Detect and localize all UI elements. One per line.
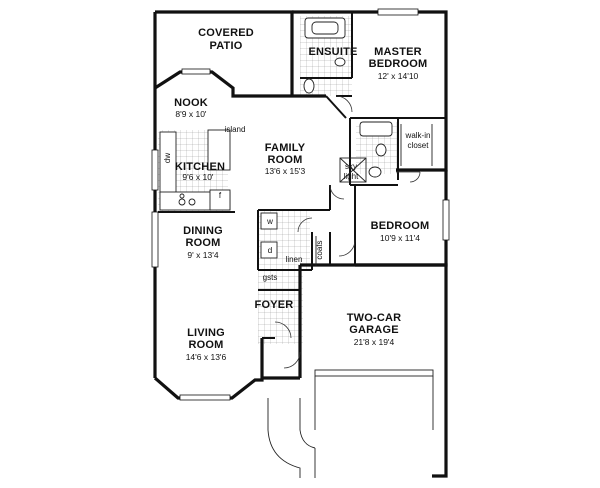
- covered-patio-label-1: COVERED: [198, 27, 254, 39]
- nook-label: NOOK: [174, 97, 208, 109]
- bath-toilet: [375, 143, 387, 157]
- dining-window: [151, 211, 159, 268]
- master-door: [335, 95, 353, 113]
- skylight-box: [339, 157, 367, 183]
- coats-label: coats: [315, 240, 324, 259]
- family-room-label-2: ROOM: [267, 154, 302, 166]
- skylight-label-2: light: [344, 172, 359, 181]
- covered-patio-label-2: PATIO: [210, 40, 243, 52]
- garage-door-track: [314, 369, 434, 377]
- ensuite-toilet: [303, 78, 315, 94]
- dishwasher-label: dw: [163, 153, 172, 163]
- living-room-label-2: ROOM: [188, 339, 223, 351]
- living-bay-wall: [153, 338, 264, 400]
- master-window: [377, 8, 419, 16]
- garage-label-1: TWO-CAR: [347, 312, 402, 324]
- skylight-x2: [339, 157, 367, 183]
- bedroom-dims: 10'9 x 11'4: [380, 233, 420, 243]
- living-window: [179, 394, 231, 401]
- living-room-dims: 14'6 x 13'6: [186, 352, 227, 362]
- garage-entry-door: [283, 351, 301, 369]
- master-suite-wall: [292, 10, 448, 172]
- washer-label: w: [266, 217, 273, 226]
- garage-label-2: GARAGE: [349, 324, 398, 336]
- fridge-label: f: [219, 191, 222, 200]
- walkway-outer: [267, 398, 301, 478]
- kitchen-label: KITCHEN: [175, 161, 225, 173]
- foyer-label: FOYER: [255, 299, 294, 311]
- foyer-tile-floor: [258, 270, 303, 344]
- closet-door: [396, 171, 421, 183]
- master-bedroom-label-2: BEDROOM: [369, 58, 428, 70]
- walkway-inner: [299, 398, 316, 449]
- burner-1: [178, 198, 186, 206]
- ensuite-sink: [334, 57, 346, 67]
- burner-3: [179, 193, 185, 199]
- kitchen-dims: 9'6 x 10': [182, 172, 214, 182]
- family-room-dims: 13'6 x 15'3: [265, 166, 306, 176]
- fridge: [209, 189, 231, 211]
- bedroom-door: [338, 239, 356, 257]
- kitchen-island: [207, 129, 231, 171]
- ensuite-label: ENSUITE: [308, 46, 357, 58]
- master-bedroom-dims: 12' x 14'10: [378, 71, 419, 81]
- nook-bay-wall: [154, 70, 326, 98]
- bath-door: [329, 184, 345, 200]
- nook-window: [181, 68, 211, 75]
- guest-closet-label: gsts: [263, 273, 278, 282]
- walk-in-label-2: closet: [408, 141, 430, 150]
- bedroom-label: BEDROOM: [371, 220, 430, 232]
- front-door: [274, 321, 292, 339]
- patio-wall: [155, 10, 294, 96]
- garage-wall: [298, 263, 448, 478]
- nook-dims: 8'9 x 10': [175, 109, 207, 119]
- dryer-label: d: [268, 246, 272, 255]
- master-bedroom-label-1: MASTER: [374, 46, 422, 58]
- laundry-door: [297, 217, 313, 233]
- skylight-label-1: sky: [345, 162, 357, 171]
- bath-sink: [368, 166, 382, 178]
- linen-label: linen: [286, 255, 303, 264]
- bath-tub: [359, 121, 393, 137]
- family-room-label-1: FAMILY: [265, 142, 306, 154]
- kitchen-window: [151, 149, 159, 191]
- dining-room-dims: 9' x 13'4: [187, 250, 218, 260]
- dryer: [260, 241, 278, 259]
- island-label: island: [225, 125, 246, 134]
- walk-in-label-1: walk-in: [405, 131, 431, 140]
- burner-2: [188, 198, 196, 206]
- living-room-label-1: LIVING: [187, 327, 225, 339]
- master-hall-wall: [325, 95, 347, 119]
- dining-room-label-2: ROOM: [185, 237, 220, 249]
- bedroom-window: [442, 199, 450, 241]
- washer: [260, 212, 278, 230]
- garage-dims: 21'8 x 19'4: [354, 337, 395, 347]
- dining-room-label-1: DINING: [183, 225, 223, 237]
- ensuite-tub-basin: [311, 21, 339, 35]
